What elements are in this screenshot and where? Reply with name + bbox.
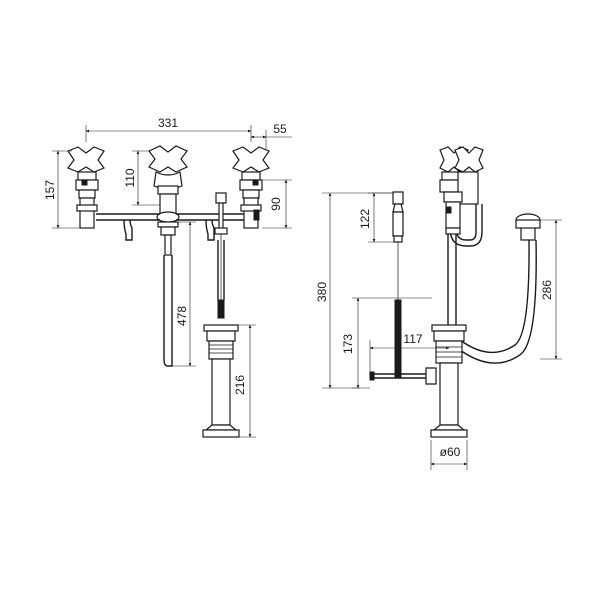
dim-286: 286: [540, 219, 562, 360]
dim-478-label: 478: [175, 306, 189, 326]
tail-pipe: [163, 255, 173, 367]
dim-117-label: 117: [403, 332, 422, 346]
flexible-hose: [459, 213, 541, 364]
dim-331: 331: [85, 116, 252, 142]
dim-173: 173: [341, 297, 432, 389]
front-view: 331 55 157 110 90: [43, 116, 292, 438]
side-supply-pipe: [447, 234, 457, 330]
dim-216: 216: [233, 324, 256, 438]
left-valve-body: [76, 179, 98, 229]
dim-55: 55: [250, 122, 292, 150]
dim-110: 110: [123, 150, 160, 206]
dim-478: 478: [172, 221, 196, 367]
connecting-pipes: [96, 192, 244, 300]
dim-286-label: 286: [540, 280, 554, 300]
dim-173-label: 173: [341, 334, 355, 354]
rod-clamp: [217, 299, 225, 319]
side-view: 380 122 173 117 286 ø6: [315, 146, 562, 470]
dim-331-label: 331: [158, 116, 178, 130]
right-valve-body: [240, 197, 262, 229]
dim-90: 90: [262, 179, 292, 229]
left-cross-handle: [67, 146, 105, 199]
center-spout-body: [156, 193, 180, 256]
side-valve-body: [445, 201, 483, 247]
dim-117: 117: [369, 332, 450, 372]
pop-up-waste: [202, 324, 240, 438]
right-cross-handle: [232, 146, 270, 199]
dim-157: 157: [43, 150, 82, 229]
dim-60-label: ø60: [440, 445, 461, 459]
side-pop-up-rod: [369, 191, 437, 385]
dim-380-label: 380: [315, 282, 329, 302]
dim-157-label: 157: [43, 180, 57, 200]
dim-122: 122: [358, 192, 394, 243]
dim-60: ø60: [430, 440, 468, 470]
dim-380: 380: [315, 192, 394, 389]
side-waste-body: [430, 324, 468, 438]
side-cross-handles: [439, 146, 484, 205]
dim-110-label: 110: [123, 168, 137, 187]
dim-90-label: 90: [269, 197, 283, 211]
dim-122-label: 122: [358, 209, 372, 229]
dim-216-label: 216: [233, 375, 247, 395]
center-cross-handle: [148, 145, 188, 195]
dim-55-label: 55: [273, 122, 287, 136]
